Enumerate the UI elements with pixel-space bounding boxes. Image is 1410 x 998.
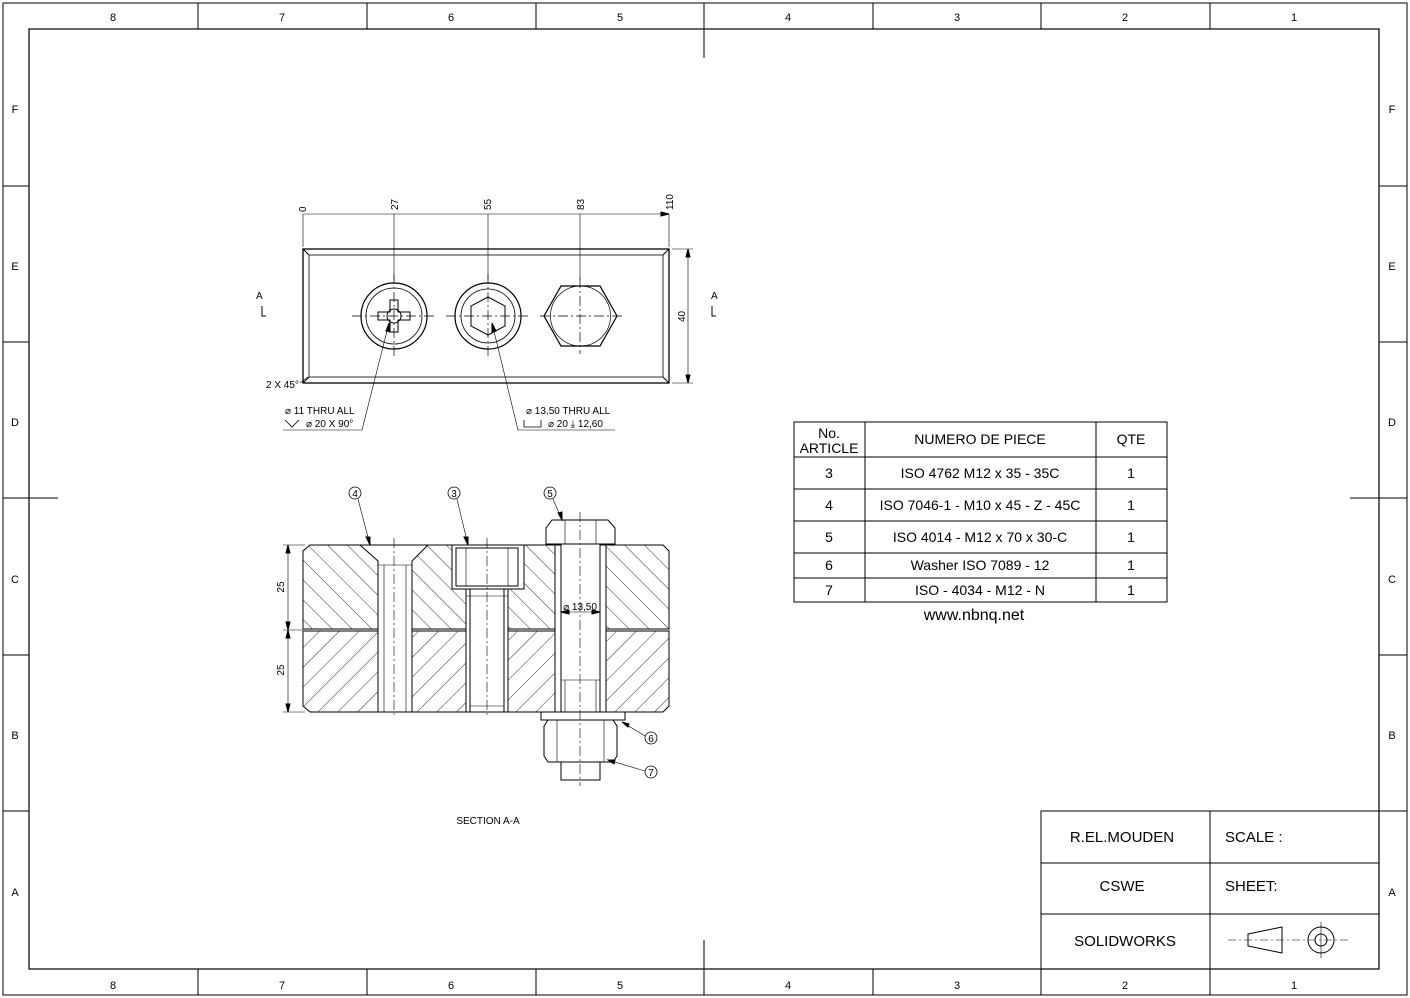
bom-cell-qty: 1 xyxy=(1127,557,1135,573)
zone-col-bottom: 2 xyxy=(1122,980,1128,992)
bom-header-article-line1: No. xyxy=(818,425,840,441)
zone-col-top: 7 xyxy=(279,12,285,24)
title-software: SOLIDWORKS xyxy=(1074,933,1176,950)
title-author: R.EL.MOUDEN xyxy=(1070,829,1174,846)
dim-0: 0 xyxy=(298,206,309,212)
zone-row-left: A xyxy=(11,887,19,899)
zone-col-bottom: 1 xyxy=(1291,980,1297,992)
plate-chamfer xyxy=(308,254,664,378)
plate-outline xyxy=(302,248,670,384)
callout-right-line2: ⌀ 20 ⤓ 12,60 xyxy=(548,419,603,430)
zone-col-bottom: 8 xyxy=(110,980,116,992)
bom-header-article-line2: ARTICLE xyxy=(800,440,859,456)
callout-right-line1: ⌀ 13,50 THRU ALL xyxy=(526,406,611,417)
zone-col-bottom: 4 xyxy=(785,980,791,992)
zone-row-right: F xyxy=(1389,104,1396,116)
zone-row-right: C xyxy=(1388,574,1396,586)
dim-110: 110 xyxy=(665,194,676,210)
dim-diameter-13-50: ⌀ 13,50 xyxy=(563,602,597,613)
zone-row-left: B xyxy=(11,730,18,742)
zone-labels: 8 7 6 5 4 3 2 1 8 7 6 5 4 3 2 1 F E D C … xyxy=(11,12,1396,992)
zone-col-bottom: 3 xyxy=(954,980,960,992)
bom-cell-part: ISO 4762 M12 x 35 - 35C xyxy=(901,465,1060,481)
zone-row-left: D xyxy=(11,417,19,429)
zone-col-top: 6 xyxy=(448,12,454,24)
chamfer-note: 2 X 45° xyxy=(266,380,299,391)
zone-ticks xyxy=(3,3,1407,995)
balloon-label-5: 5 xyxy=(547,489,553,500)
dim-83: 83 xyxy=(576,198,587,210)
title-block: R.EL.MOUDEN CSWE SOLIDWORKS SCALE : SHEE… xyxy=(1040,810,1380,970)
zone-col-top: 5 xyxy=(617,12,623,24)
zone-col-top: 3 xyxy=(954,12,960,24)
bom-cell-qty: 1 xyxy=(1127,582,1135,598)
balloon-5 xyxy=(543,486,557,500)
zone-row-right: A xyxy=(1388,887,1396,899)
dim-27: 27 xyxy=(390,198,401,210)
balloon-label-7: 7 xyxy=(648,768,654,779)
zone-row-right: D xyxy=(1388,417,1396,429)
callout-left-line1: ⌀ 11 THRU ALL xyxy=(285,406,355,417)
bom-cell-article: 6 xyxy=(825,557,833,573)
balloon-4 xyxy=(348,486,362,500)
top-view-labels: 0 27 55 83 110 40 2 X 45° A A ⌀ 11 THRU … xyxy=(256,194,718,430)
sheet-label: SHEET: xyxy=(1225,878,1278,895)
bom-header-qty: QTE xyxy=(1117,431,1146,447)
balloon-6 xyxy=(644,731,658,745)
zone-row-left: C xyxy=(11,574,19,586)
zone-row-left: F xyxy=(12,104,19,116)
bom-cell-qty: 1 xyxy=(1127,497,1135,513)
bom-cell-part: ISO 4014 - M12 x 70 x 30-C xyxy=(893,529,1067,545)
callout-left-line2: ⌀ 20 X 90° xyxy=(306,419,353,430)
zone-col-top: 2 xyxy=(1122,12,1128,24)
bom-cell-part: Washer ISO 7089 - 12 xyxy=(911,557,1050,573)
zone-row-left: E xyxy=(11,261,18,273)
title-school: CSWE xyxy=(1100,878,1145,895)
zone-row-right: E xyxy=(1388,261,1395,273)
zone-col-top: 8 xyxy=(110,12,116,24)
bom-cell-article: 5 xyxy=(825,529,833,545)
top-view xyxy=(261,211,716,431)
bom-cell-article: 4 xyxy=(825,497,833,513)
bom-header-part: NUMERO DE PIECE xyxy=(914,431,1045,447)
zone-col-bottom: 5 xyxy=(617,980,623,992)
dim-55: 55 xyxy=(483,198,494,210)
washer xyxy=(540,711,626,721)
section-title: SECTION A-A xyxy=(456,816,520,827)
balloon-7 xyxy=(644,765,658,779)
balloon-label-6: 6 xyxy=(648,734,654,745)
balloon-label-3: 3 xyxy=(451,489,457,500)
balloon-label-4: 4 xyxy=(352,489,358,500)
bom-cell-part: ISO 7046-1 - M10 x 45 - Z - 45C xyxy=(880,497,1081,513)
bom-cell-qty: 1 xyxy=(1127,465,1135,481)
zone-row-right: B xyxy=(1388,730,1395,742)
zone-col-top: 1 xyxy=(1291,12,1297,24)
dim-25-lower: 25 xyxy=(276,664,287,676)
inner-border xyxy=(28,28,1380,970)
zone-col-bottom: 6 xyxy=(448,980,454,992)
bom-cell-part: ISO - 4034 - M12 - N xyxy=(915,582,1045,598)
section-marker-left: A xyxy=(256,291,263,302)
bom-table: No. ARTICLE NUMERO DE PIECE QTE 3 ISO 47… xyxy=(793,421,1168,624)
section-view xyxy=(283,486,670,786)
dim-25-upper: 25 xyxy=(276,581,287,593)
hex-nut xyxy=(543,719,618,763)
bom-cell-article: 3 xyxy=(825,465,833,481)
scale-label: SCALE : xyxy=(1225,829,1283,846)
zone-col-top: 4 xyxy=(785,12,791,24)
zone-col-bottom: 7 xyxy=(279,980,285,992)
dim-height-40: 40 xyxy=(677,310,688,322)
projection-symbol-icon xyxy=(1228,922,1350,958)
bolt-head xyxy=(545,519,616,545)
bom-cell-qty: 1 xyxy=(1127,529,1135,545)
bom-cell-article: 7 xyxy=(825,582,833,598)
watermark: www.nbnq.net xyxy=(923,607,1025,624)
section-marker-right: A xyxy=(711,291,718,302)
balloon-3 xyxy=(447,486,461,500)
section-view-labels: 4 3 5 6 7 25 25 ⌀ 13,50 SECTION A-A xyxy=(276,489,654,827)
